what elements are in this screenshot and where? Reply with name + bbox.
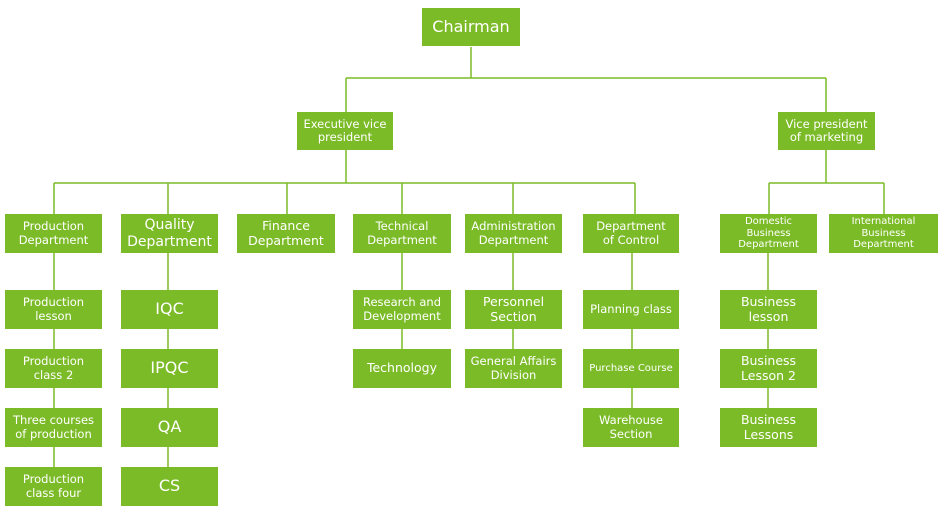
chairman-box: Chairman bbox=[422, 8, 520, 46]
vp-marketing-box: Vice president of marketing bbox=[778, 112, 875, 150]
quality-unit-box: CS bbox=[121, 467, 218, 506]
quality-unit-box: IQC bbox=[121, 290, 218, 329]
finance-department-box: Finance Department bbox=[237, 214, 335, 253]
domestic-business-unit-box: Business lesson bbox=[720, 290, 817, 329]
technical-unit-box: Research and Development bbox=[353, 290, 451, 329]
executive-vp-box: Executive vice president bbox=[297, 112, 393, 150]
control-unit-box: Planning class bbox=[583, 290, 679, 329]
administration-unit-box: Personnel Section bbox=[465, 290, 562, 329]
technical-unit-box: Technology bbox=[353, 349, 451, 388]
technical-department-box: Technical Department bbox=[353, 214, 451, 253]
production-department-box: Production Department bbox=[5, 214, 102, 253]
domestic-business-unit-box: Business Lessons bbox=[720, 408, 817, 447]
administration-unit-box: General Affairs Division bbox=[465, 349, 562, 388]
international-business-department-box: International Business Department bbox=[829, 214, 938, 253]
control-unit-box: Purchase Course bbox=[583, 349, 679, 388]
quality-department-box: Quality Department bbox=[121, 214, 218, 253]
production-unit-box: Production class 2 bbox=[5, 349, 102, 388]
domestic-business-department-box: Domestic Business Department bbox=[720, 214, 817, 253]
quality-unit-box: IPQC bbox=[121, 349, 218, 388]
production-unit-box: Three courses of production bbox=[5, 408, 102, 447]
domestic-business-unit-box: Business Lesson 2 bbox=[720, 349, 817, 388]
administration-department-box: Administration Department bbox=[465, 214, 562, 253]
production-unit-box: Production class four bbox=[5, 467, 102, 506]
control-unit-box: Warehouse Section bbox=[583, 408, 679, 447]
quality-unit-box: QA bbox=[121, 408, 218, 447]
production-unit-box: Production lesson bbox=[5, 290, 102, 329]
control-department-box: Department of Control bbox=[583, 214, 679, 253]
